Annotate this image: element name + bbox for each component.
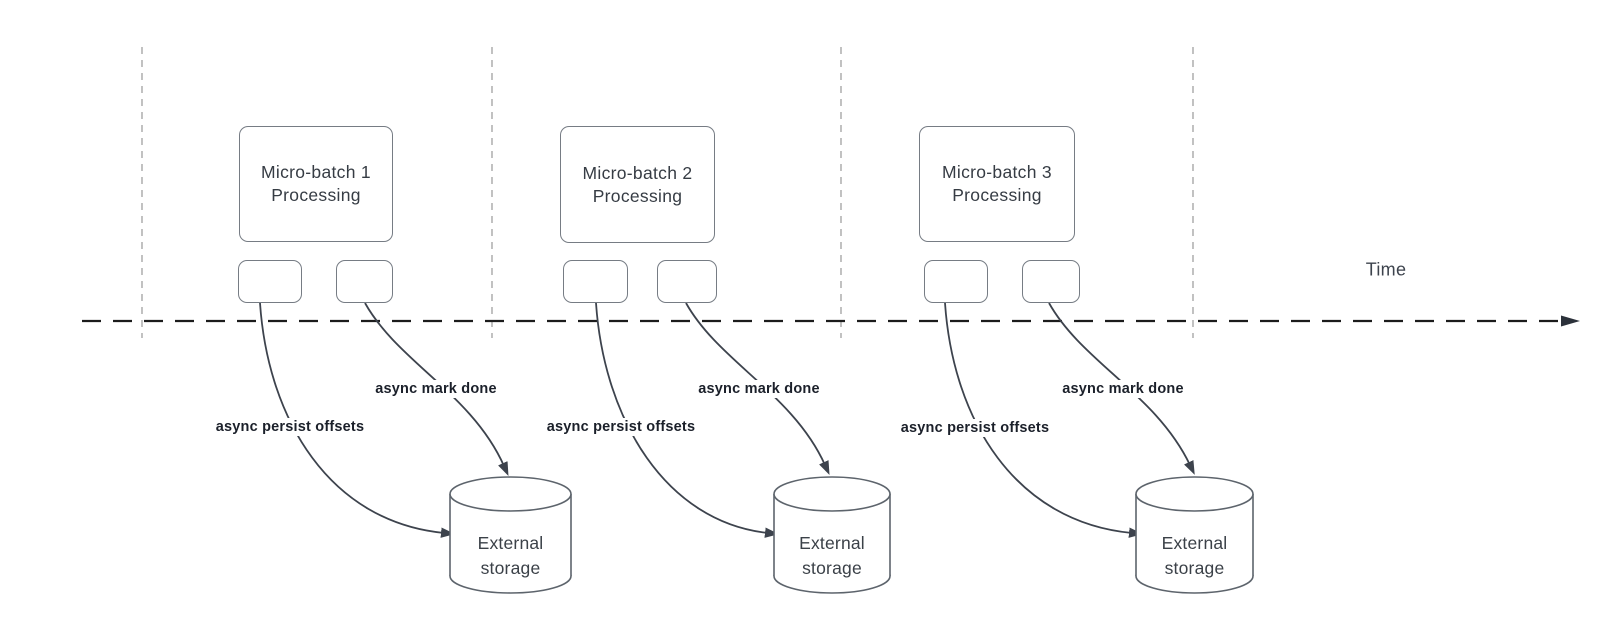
micro-batch-1-title-line1: Micro-batch 1 <box>261 162 371 182</box>
persist-offsets-task-box-2 <box>563 260 628 303</box>
mark-done-arrow-label-1: async mark done <box>371 380 501 398</box>
external-storage-label-line1-3: External <box>1161 533 1228 553</box>
external-storage-label-1: External storage <box>450 518 571 594</box>
persist-offsets-task-box-1 <box>238 260 302 303</box>
mark-done-arrow-3 <box>1048 302 1195 475</box>
external-storage-cylinder-top-1 <box>449 476 572 512</box>
external-storage-label-line1-1: External <box>477 533 544 553</box>
micro-batch-1-title-line2: Processing <box>271 185 361 205</box>
persist-offsets-task-box-3 <box>924 260 988 303</box>
external-storage-cylinder-top-3 <box>1135 476 1254 512</box>
external-storage-label-line1-2: External <box>799 533 865 553</box>
persist-offsets-arrow-label-1: async persist offsets <box>211 418 369 436</box>
micro-batch-1-processing-box: Micro-batch 1 Processing <box>239 126 393 242</box>
persist-offsets-arrow-1 <box>259 302 455 538</box>
mark-done-task-box-2 <box>657 260 717 303</box>
mark-done-task-box-1 <box>336 260 393 303</box>
persist-offsets-arrow-3 <box>944 302 1143 538</box>
micro-batch-2-title-line2: Processing <box>592 185 683 206</box>
persist-offsets-arrow-label-2: async persist offsets <box>542 418 700 436</box>
mark-done-arrow-label-3: async mark done <box>1058 380 1188 398</box>
micro-batch-3-processing-box: Micro-batch 3 Processing <box>919 126 1075 242</box>
external-storage-label-2: External storage <box>774 518 890 594</box>
external-storage-cylinder-top-2 <box>773 476 891 512</box>
mark-done-arrow-label-2: async mark done <box>694 380 824 398</box>
persist-offsets-arrow-2 <box>595 302 779 538</box>
mark-done-task-box-3 <box>1022 260 1080 303</box>
micro-batch-3-title-line2: Processing <box>952 185 1042 205</box>
micro-batch-3-title-line1: Micro-batch 3 <box>942 162 1052 182</box>
mark-done-arrow-1 <box>364 302 509 477</box>
time-axis-label: Time <box>1365 259 1407 280</box>
external-storage-label-line2-3: storage <box>1164 558 1225 578</box>
micro-batch-2-title-line1: Micro-batch 2 <box>582 162 693 183</box>
mark-done-arrow-2 <box>685 302 830 476</box>
external-storage-label-line2-2: storage <box>802 558 862 578</box>
time-guide-lines <box>141 47 1194 338</box>
persist-offsets-arrow-label-3: async persist offsets <box>896 419 1054 437</box>
external-storage-label-line2-1: storage <box>480 558 541 578</box>
external-storage-label-3: External storage <box>1136 518 1253 594</box>
